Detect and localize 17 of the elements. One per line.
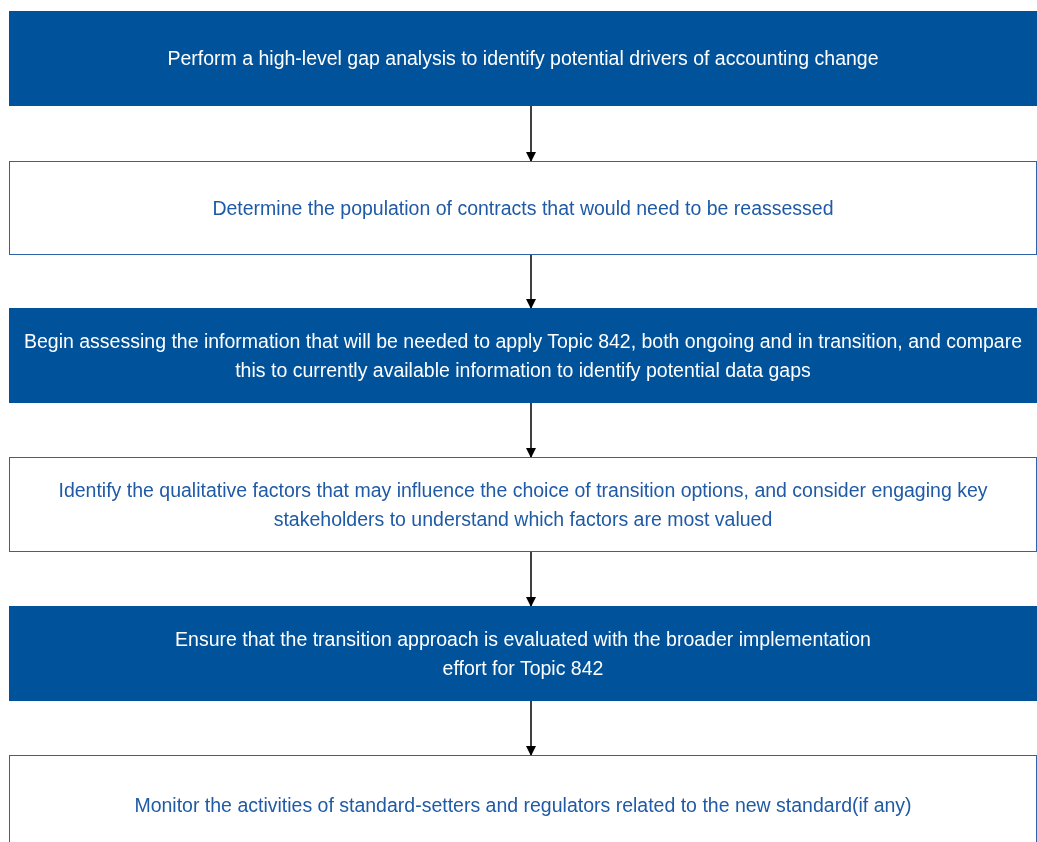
process-box: [9, 755, 1037, 842]
process-box: [9, 457, 1037, 552]
arrow: [526, 402, 536, 458]
process-box: [9, 161, 1037, 255]
process-box: [9, 606, 1037, 701]
process-box: [9, 11, 1037, 106]
step-text: Determine the population of contracts that would need to be reassessed: [212, 195, 834, 221]
step-text: Perform a high-level gap analysis to identify potential drivers of accounting change: [167, 46, 879, 71]
process-box: [9, 308, 1037, 403]
step-text: Ensure that the transition approach is evaluated with the broader implementation effort for Topic 842: [174, 626, 872, 681]
arrow: [526, 700, 536, 756]
step-text: Identify the qualitative factors that may influence the choice of transition options, and consider engaging key stakeholders to understand which factors are most valued: [58, 477, 988, 532]
arrow: [526, 254, 536, 309]
arrow: [526, 551, 536, 607]
step-text: Begin assessing the information that will be needed to apply Topic 842, both ongoing and in transition, and compare this to currently available information to identify potential data gaps: [23, 328, 1023, 383]
step-text: Monitor the activities of standard-setters and regulators related to the new standard(if any): [134, 792, 912, 818]
arrow: [526, 105, 536, 162]
